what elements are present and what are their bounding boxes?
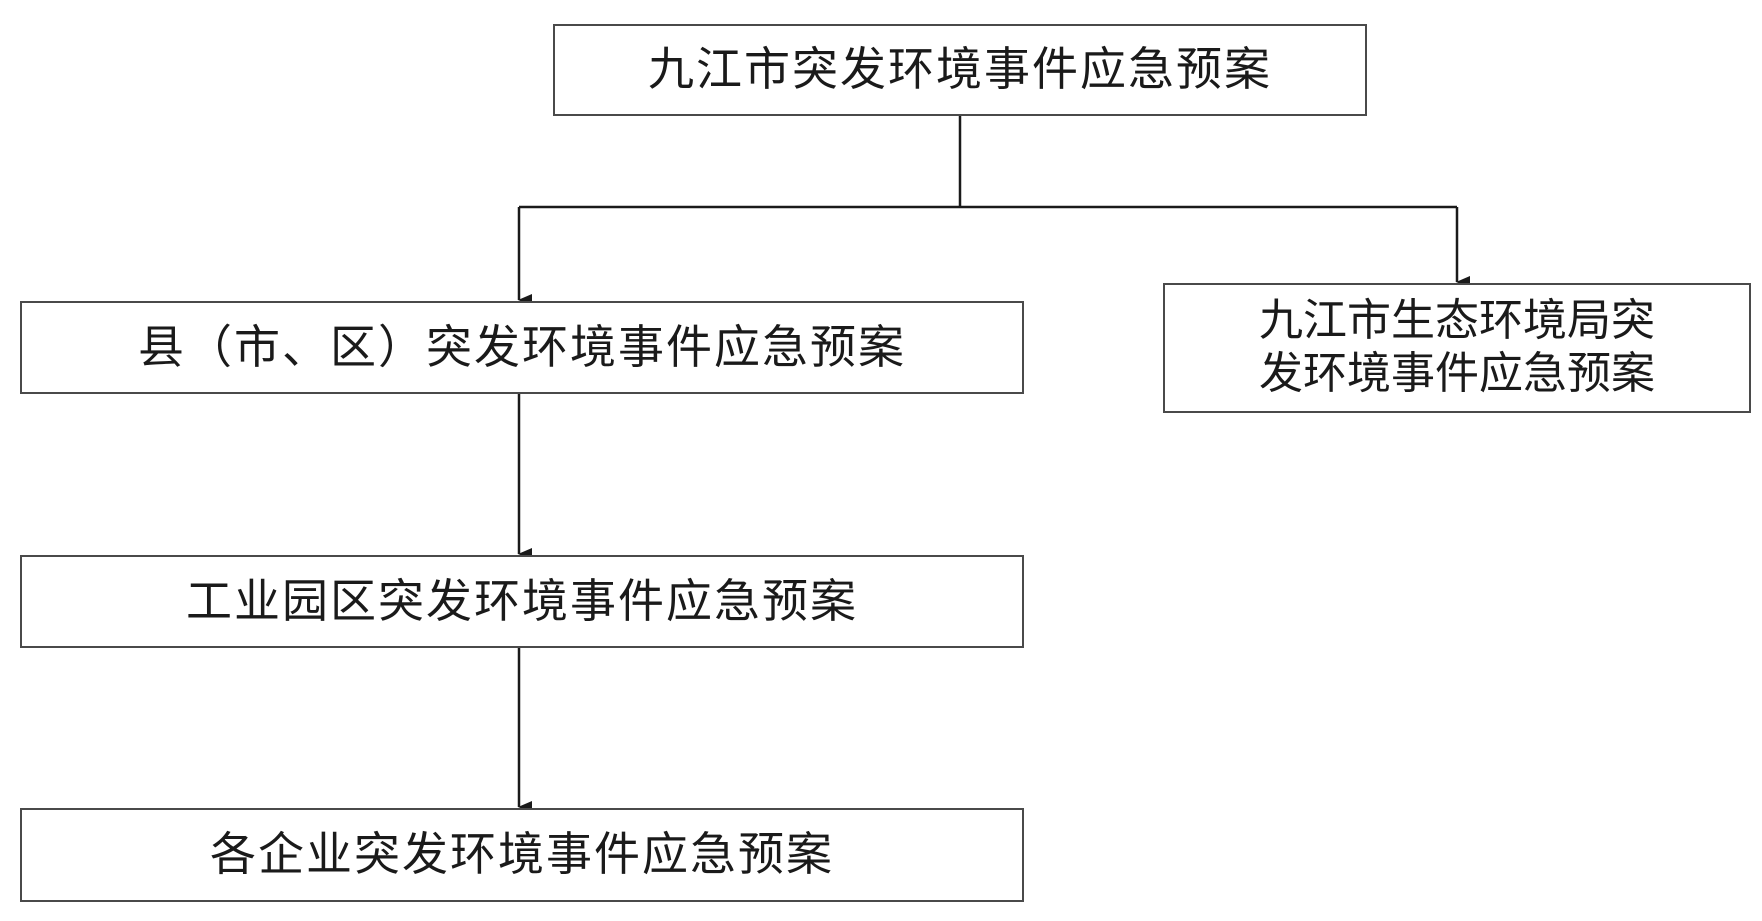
- node-enterprise-label: 各企业突发环境事件应急预案: [210, 827, 834, 882]
- node-county-plan: 县（市、区）突发环境事件应急预案: [20, 301, 1024, 394]
- node-industrial-park-plan: 工业园区突发环境事件应急预案: [20, 555, 1024, 648]
- node-industrial-park-label: 工业园区突发环境事件应急预案: [186, 573, 858, 628]
- node-eco-bureau-label-line1: 九江市生态环境局突: [1259, 295, 1655, 347]
- node-city-plan-label: 九江市突发环境事件应急预案: [648, 42, 1272, 97]
- node-city-plan: 九江市突发环境事件应急预案: [553, 24, 1367, 116]
- node-enterprise-plan: 各企业突发环境事件应急预案: [20, 808, 1024, 902]
- node-county-plan-label: 县（市、区）突发环境事件应急预案: [138, 319, 906, 374]
- node-eco-bureau-label-line2: 发环境事件应急预案: [1259, 348, 1655, 399]
- node-eco-bureau-plan: 九江市生态环境局突 发环境事件应急预案: [1163, 283, 1751, 413]
